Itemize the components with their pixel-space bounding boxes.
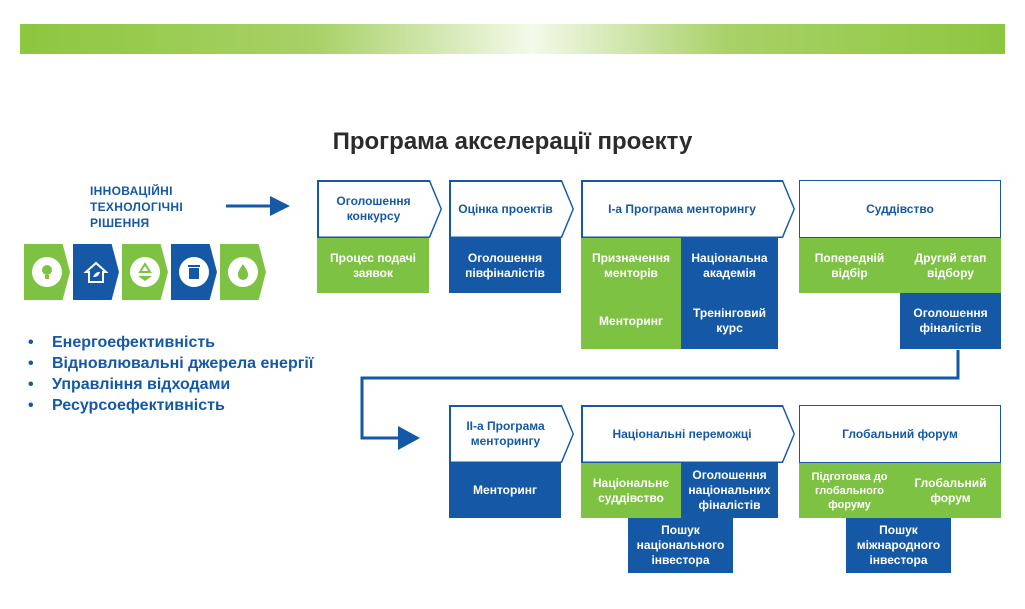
page-title: Програма акселерації проекту — [332, 128, 693, 155]
judging-header: Суддівство — [799, 180, 1001, 238]
top-banner — [20, 24, 1005, 54]
national-cell: Пошук національного інвестора — [628, 518, 733, 573]
mentoring2-header: ІІ-а Програма менторингу — [449, 405, 574, 463]
judging-cell: Другий етап відбору — [900, 238, 1001, 293]
bullet-item: Енергоефективність — [28, 332, 313, 353]
national-cell: Національне суддівство — [581, 463, 681, 518]
global-cell: Підготовка до глобального форуму — [799, 463, 900, 518]
eco-house-icon — [73, 244, 119, 300]
arrow-head-row2 — [398, 426, 420, 450]
recycle-icon — [122, 244, 168, 300]
arrow-row1-to-row2 — [360, 350, 960, 440]
bullet-item: Управління відходами — [28, 374, 313, 395]
global-cell: Пошук міжнародного інвестора — [846, 518, 951, 573]
arrow-head-row1 — [270, 196, 290, 216]
waste-bin-icon — [171, 244, 217, 300]
mentoring1-header: І-а Програма менторингу — [581, 180, 795, 238]
national-cell: Оголошення національних фіналістів — [681, 463, 778, 518]
evaluation-cell: Оголошення півфіналістів — [449, 238, 561, 293]
mentoring1-cell: Тренінговий курс — [681, 293, 778, 349]
bullet-item: Відновлювальні джерела енергії — [28, 353, 313, 374]
mentoring1-cell: Національна академія — [681, 238, 778, 293]
announce-cell: Процес подачі заявок — [317, 238, 429, 293]
mentoring2-cell: Менторинг — [449, 463, 561, 518]
evaluation-header: Оцінка проектів — [449, 180, 574, 238]
judging-cell: Оголошення фіналістів — [900, 293, 1001, 349]
global-cell: Глобальний форум — [900, 463, 1001, 518]
bullet-list: Енергоефективність Відновлювальні джерел… — [28, 332, 313, 416]
water-drop-icon — [220, 244, 266, 300]
lightbulb-icon — [24, 244, 70, 300]
global-header: Глобальний форум — [799, 405, 1001, 463]
mentoring1-cell: Менторинг — [581, 293, 681, 349]
innovation-heading: ІННОВАЦІЙНІ ТЕХНОЛОГІЧНІ РІШЕННЯ — [90, 184, 183, 230]
mentoring1-cell: Призначення менторів — [581, 238, 681, 293]
bullet-item: Ресурсоефективність — [28, 395, 313, 416]
announce-header: Оголошення конкурсу — [317, 180, 442, 238]
national-header: Національні переможці — [581, 405, 795, 463]
judging-cell: Попередній відбір — [799, 238, 900, 293]
